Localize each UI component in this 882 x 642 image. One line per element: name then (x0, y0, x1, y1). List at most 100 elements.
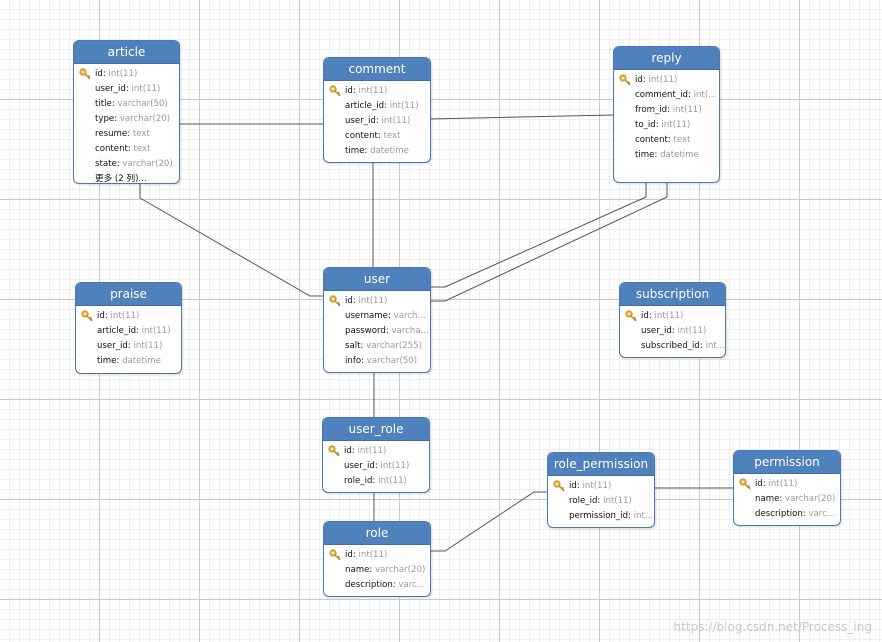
field-type: varc... (808, 509, 836, 519)
field-name: id (97, 311, 105, 321)
watermark: https://blog.csdn.net/Process_ing (673, 620, 872, 634)
field-row: salt: varchar(255) (324, 339, 430, 354)
field-type: int(11) (358, 86, 388, 96)
table-title: user_role (323, 418, 429, 441)
field-list: id: int(11)user_id: int(11)role_id: int(… (323, 441, 429, 489)
field-row: from_id: int(11) (614, 103, 719, 118)
field-type: int(... (693, 90, 717, 100)
field-name: id (641, 311, 649, 321)
field-list: id: int(11)username: varch...password: v… (324, 291, 430, 369)
link-reply-user-to (431, 181, 668, 302)
field-name: article_id (97, 326, 137, 336)
field-row: id: int(11) (76, 309, 181, 324)
field-row: state: varchar(20) (74, 157, 179, 172)
table-title: praise (76, 283, 181, 306)
field-type: int(11) (358, 296, 388, 306)
field-name: time (345, 146, 365, 156)
field-row: comment_id: int(... (614, 88, 719, 103)
primary-key-icon (625, 310, 637, 322)
field-name: id (635, 75, 643, 85)
field-name: user_id (95, 84, 126, 94)
field-type: text (132, 129, 150, 139)
table-title: comment (324, 58, 430, 81)
field-row: description: varc... (734, 507, 840, 522)
field-name: 更多 (2 列)... (95, 174, 147, 184)
field-type: datetime (660, 150, 699, 160)
field-row: type: varchar(20) (74, 112, 179, 127)
field-type: varcha... (391, 326, 429, 336)
field-list: id: int(11)role_id: int(11)permission_id… (548, 476, 654, 524)
field-type: int(11) (582, 481, 612, 491)
field-name: time (97, 356, 117, 366)
field-type: int(11) (378, 476, 407, 486)
field-name: id (345, 296, 353, 306)
field-name: content (345, 131, 378, 141)
field-type: datetime (122, 356, 161, 366)
field-row: resume: text (74, 127, 179, 142)
field-name: type (95, 114, 115, 124)
primary-key-icon (619, 74, 631, 86)
field-row: time: datetime (614, 148, 719, 163)
field-type: varchar(20) (375, 565, 426, 575)
primary-key-icon (329, 549, 341, 561)
field-row: user_id: int(11) (620, 324, 725, 339)
table-title: subscription (620, 283, 725, 306)
field-row: time: datetime (324, 144, 430, 159)
field-type: int(11) (133, 341, 163, 351)
field-name: password (345, 326, 386, 336)
field-type: int(11) (131, 84, 161, 94)
field-list: id: int(11)user_id: int(11)title: varcha… (74, 64, 179, 184)
field-type: varc... (398, 580, 426, 590)
field-type: int(11) (108, 69, 138, 79)
field-name: id (95, 69, 103, 79)
field-name: id (345, 86, 353, 96)
field-type: int(11) (672, 105, 702, 115)
field-type: int... (633, 511, 654, 521)
field-row: to_id: int(11) (614, 118, 719, 133)
field-row: content: text (74, 142, 179, 157)
field-row: article_id: int(11) (76, 324, 181, 339)
primary-key-icon (739, 478, 751, 490)
field-type: varchar(20) (122, 159, 173, 169)
field-name: user_id (641, 326, 672, 336)
table-title: permission (734, 451, 840, 474)
field-row: permission_id: int... (548, 509, 654, 524)
field-row: role_id: int(11) (548, 494, 654, 509)
link-comment-reply (429, 114, 614, 120)
field-type: int(11) (768, 479, 798, 489)
field-type: int... (705, 341, 725, 351)
field-list: id: int(11)article_id: int(11)user_id: i… (76, 306, 181, 369)
field-name: role_id (569, 496, 598, 506)
field-row: description: varc... (324, 578, 430, 593)
table-title: role (324, 522, 430, 545)
field-type: int(11) (677, 326, 707, 336)
field-type: varchar(50) (117, 99, 168, 109)
field-row: content: text (324, 129, 430, 144)
primary-key-icon (328, 445, 340, 457)
field-type: int(11) (648, 75, 678, 85)
field-name: subscribed_id (641, 341, 700, 351)
field-list: id: int(11)name: varchar(20)description:… (734, 474, 840, 522)
field-name: user_id (345, 116, 376, 126)
field-list: id: int(11)name: varchar(20)description:… (324, 545, 430, 593)
field-row: user_id: int(11) (324, 114, 430, 129)
primary-key-icon (329, 85, 341, 97)
field-name: to_id (635, 120, 656, 130)
field-type: int(11) (380, 461, 410, 471)
field-type: int(11) (381, 116, 411, 126)
field-name: username (345, 311, 388, 321)
field-type: varchar(20) (785, 494, 836, 504)
field-name: content (95, 144, 128, 154)
primary-key-icon (553, 480, 565, 492)
field-type: varchar(255) (366, 341, 422, 351)
